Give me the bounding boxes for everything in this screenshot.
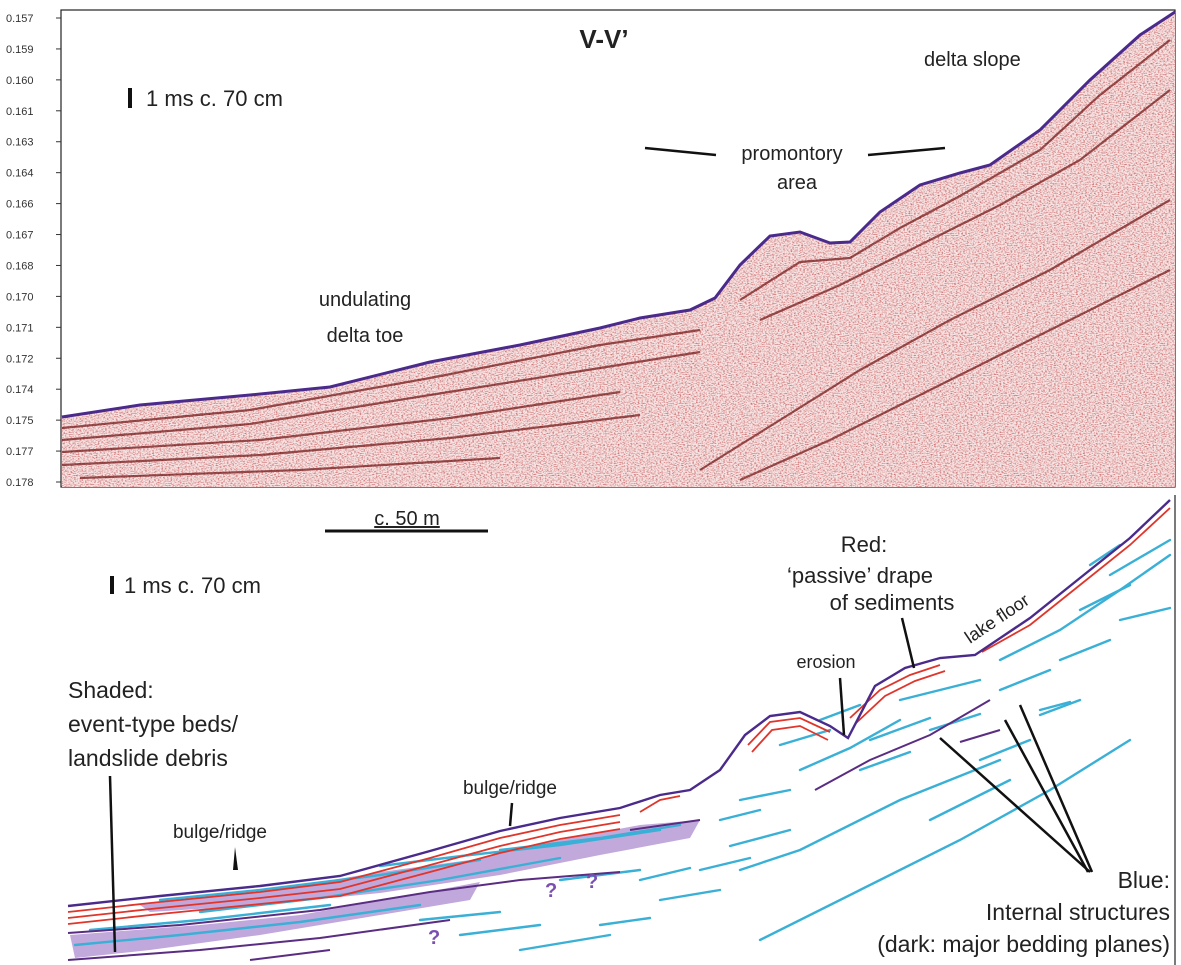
shaded-legend-pointer: [110, 776, 115, 952]
horizontal-scale: c. 50 m: [325, 508, 488, 531]
y-axis-tick-label: 0.177: [6, 446, 34, 458]
bulge-ridge-1-pointer: [233, 847, 238, 870]
y-axis-tick-label: 0.171: [6, 322, 34, 334]
y-axis-tick-label: 0.178: [6, 477, 34, 489]
vertical-scale-bar-icon: [128, 88, 132, 108]
red-legend-line-1: Red:: [841, 532, 887, 557]
question-mark: ?: [545, 880, 557, 902]
red-legend: Red: ‘passive’ drape of sediments: [787, 532, 954, 668]
label-promontory-area: area: [777, 172, 818, 194]
y-axis-tick-label: 0.168: [6, 260, 34, 272]
y-axis-tick-label: 0.167: [6, 230, 34, 242]
blue-legend-line-2: Internal structures: [986, 899, 1170, 925]
blue-legend-pointer-1: [1005, 720, 1088, 872]
label-delta-toe-text: delta toe: [327, 325, 404, 347]
label-delta-slope: delta slope: [924, 49, 1021, 71]
label-bulge-ridge-1: bulge/ridge: [173, 822, 267, 843]
bottom-vertical-scale-icon: [110, 576, 114, 594]
shaded-legend-line-3: landslide debris: [68, 745, 228, 771]
y-axis: 0.157 0.159 0.160 0.161 0.163 0.164 0.166 0.167…: [6, 13, 61, 489]
horizontal-scale-label: c. 50 m: [374, 508, 440, 530]
top-scale-label: 1 ms c. 70 cm: [146, 86, 283, 111]
question-marks: ? ? ?: [428, 871, 598, 949]
label-bulge-ridge-2: bulge/ridge: [463, 778, 557, 799]
y-axis-tick-label: 0.160: [6, 75, 34, 87]
red-legend-line-3: of sediments: [830, 590, 955, 615]
red-legend-pointer: [902, 618, 914, 668]
blue-legend-line-1: Blue:: [1118, 867, 1170, 893]
bottom-panel: 1 ms c. 70 cm: [68, 495, 1175, 965]
y-axis-tick-label: 0.170: [6, 291, 34, 303]
question-mark: ?: [586, 871, 598, 893]
y-axis-tick-label: 0.174: [6, 384, 34, 396]
shaded-legend-line-2: event-type beds/: [68, 711, 239, 737]
bulge-ridge-2-pointer: [510, 803, 512, 826]
question-mark: ?: [428, 927, 440, 949]
label-undulating: undulating: [319, 289, 411, 311]
label-promontory: promontory: [741, 143, 842, 165]
y-axis-tick-label: 0.163: [6, 137, 34, 149]
bottom-scale-label: 1 ms c. 70 cm: [124, 573, 261, 598]
red-legend-line-2: ‘passive’ drape: [787, 563, 933, 588]
y-axis-tick-label: 0.166: [6, 199, 34, 211]
y-axis-tick-label: 0.157: [6, 13, 34, 25]
blue-legend-pointer-2: [1020, 705, 1092, 872]
profile-title: V-V’: [579, 24, 628, 54]
y-axis-tick-label: 0.175: [6, 415, 34, 427]
y-axis-tick-label: 0.161: [6, 106, 34, 118]
y-axis-tick-label: 0.172: [6, 353, 34, 365]
y-axis-tick-label: 0.159: [6, 44, 34, 56]
erosion-pointer: [840, 678, 844, 735]
blue-legend-line-3: (dark: major bedding planes): [877, 931, 1170, 957]
shaded-legend-line-1: Shaded:: [68, 677, 154, 703]
y-axis-tick-label: 0.164: [6, 168, 34, 180]
top-panel: 0.157 0.159 0.160 0.161 0.163 0.164 0.166 0.167…: [6, 10, 1175, 489]
label-lake-floor: lake floor: [961, 590, 1033, 647]
label-erosion: erosion: [796, 652, 855, 672]
